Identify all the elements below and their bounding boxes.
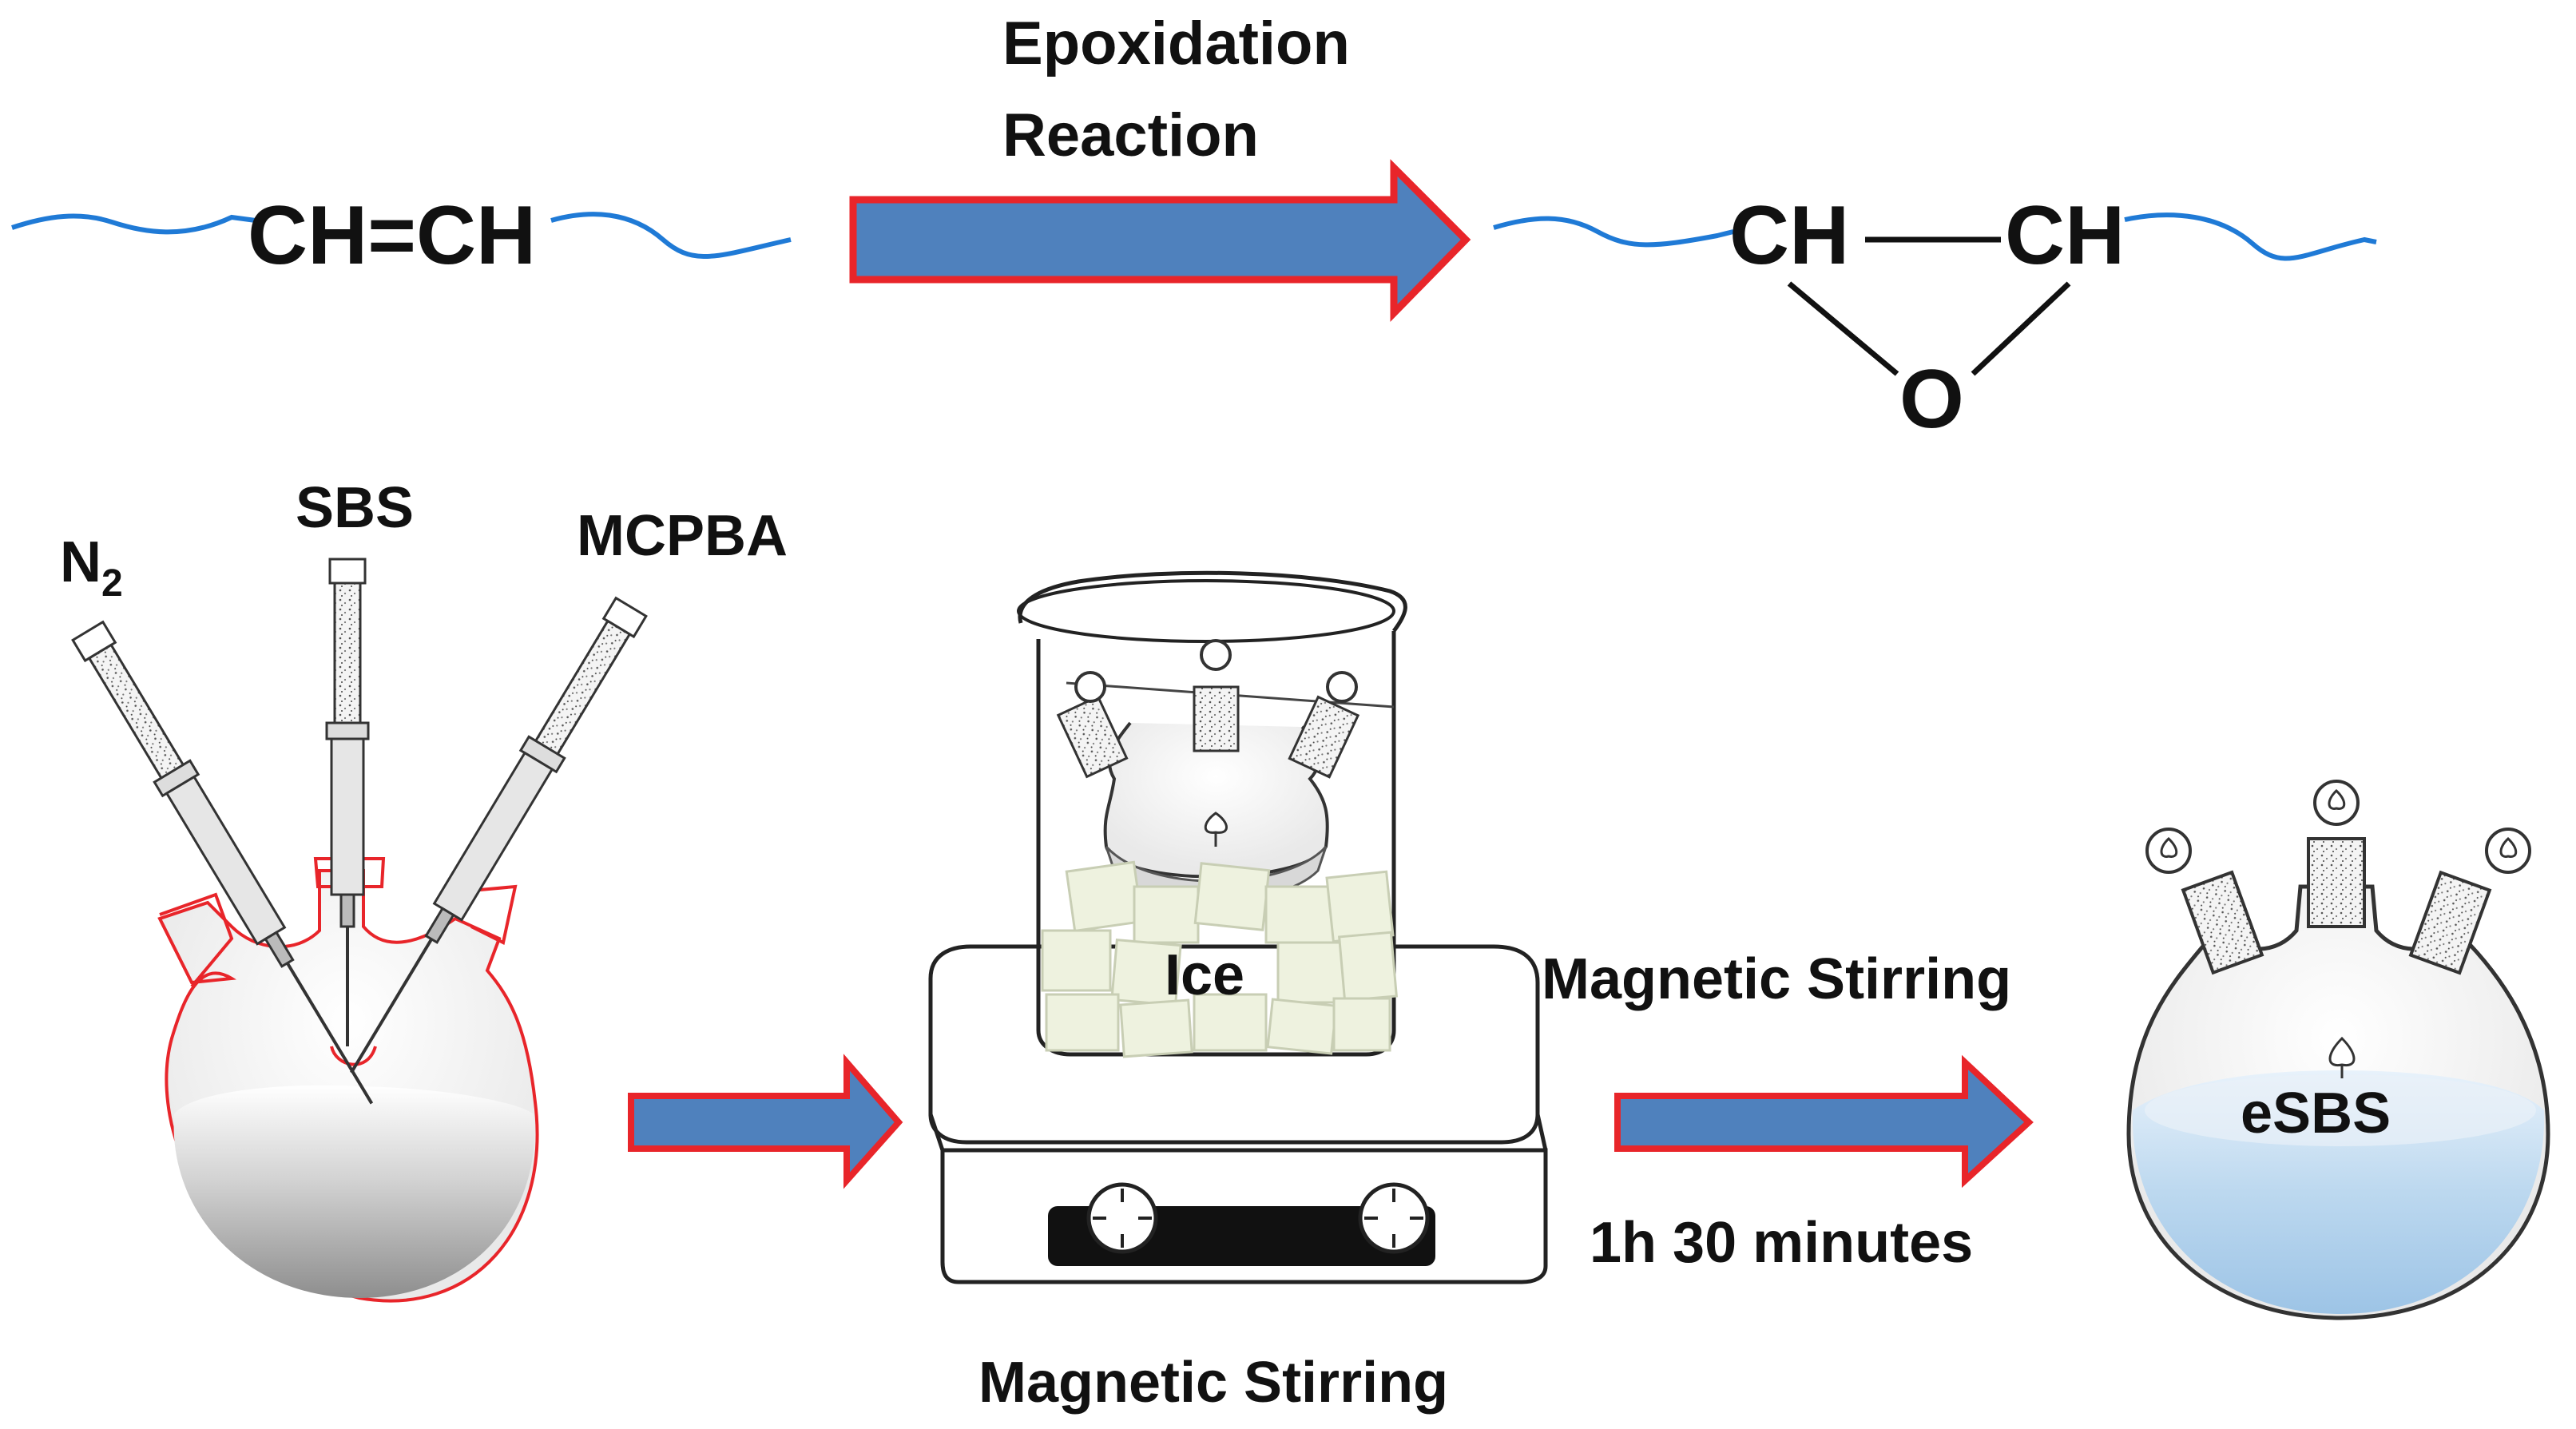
label-sbs: SBS	[296, 476, 414, 540]
stir-bar-symbol	[1204, 812, 1228, 847]
stirring-label-right: Magnetic Stirring	[1542, 947, 2011, 1011]
product-ch-right: CH	[2005, 189, 2125, 282]
stirring-label-bottom: Magnetic Stirring	[978, 1351, 1448, 1415]
stopper-loop-right	[1326, 671, 1358, 703]
duration-label: 1h 30 minutes	[1590, 1211, 1973, 1275]
reaction-title-line1: Epoxidation	[1002, 10, 1350, 77]
ice-cubes	[1041, 860, 1398, 1058]
reaction-title-line2: Reaction	[1002, 101, 1259, 169]
process-arrow-2	[1614, 1054, 2034, 1189]
product-stir-bar-symbol	[2328, 1036, 2356, 1078]
epoxide-bond-left	[1787, 281, 1899, 376]
stirrer-knob-left	[1086, 1182, 1158, 1254]
process-arrow-1	[628, 1054, 903, 1189]
flask-neck-right	[470, 884, 518, 945]
stirrer-knob-right	[1358, 1182, 1430, 1254]
reaction-scheme: CH=CH Epoxidation Reaction CH CH O	[11, 10, 2377, 446]
reactant-formula: CH=CH	[248, 189, 536, 282]
step-product-flask: eSBS	[2126, 780, 2550, 1320]
product-label: eSBS	[2241, 1082, 2391, 1145]
flask-in-bath	[1056, 639, 1360, 902]
flask-liquid	[173, 1085, 535, 1298]
product-stoppers	[2145, 780, 2531, 975]
step-reactant-flask: N2 SBS MCPBA	[60, 476, 788, 1303]
label-n2: N2	[60, 530, 123, 605]
step-ice-bath: Ice Magnetic Stirring	[928, 570, 1548, 1415]
polymer-chain-left-2	[550, 212, 792, 259]
reaction-arrow	[849, 159, 1471, 323]
stopper-loop-left	[1074, 671, 1106, 703]
three-neck-flask-red	[157, 857, 539, 1303]
stopper-outline	[330, 1046, 377, 1066]
syringe-mcpba	[350, 596, 648, 1074]
stopper-loop-center	[1200, 639, 1232, 671]
flask-neck-left	[159, 892, 234, 988]
product-oxygen: O	[1899, 353, 1964, 446]
polymer-chain-left	[11, 213, 256, 235]
ice-label: Ice	[1165, 943, 1244, 1007]
syringe-sbs	[325, 558, 370, 1046]
label-mcpba: MCPBA	[577, 504, 788, 568]
epoxide-bond-right	[1971, 281, 2071, 376]
syringe-n2	[71, 620, 374, 1105]
polymer-chain-right-1	[1493, 216, 1734, 248]
beaker	[1017, 570, 1407, 1057]
product-ch-left: CH	[1729, 189, 1849, 282]
polymer-chain-right-2	[2124, 212, 2377, 261]
